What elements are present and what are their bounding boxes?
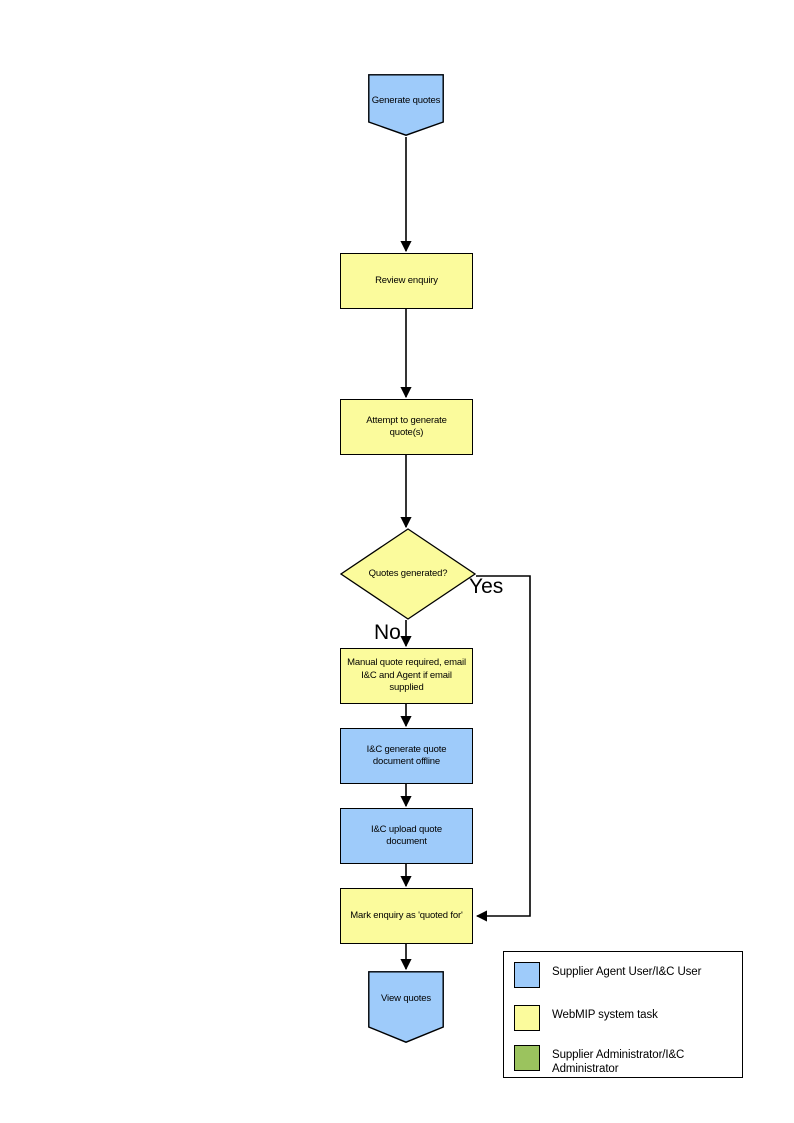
node-mark-enquiry-quoted-for[interactable]: Mark enquiry as 'quoted for' <box>340 888 473 944</box>
node-decision-quotes-generated-label: Quotes generated? <box>368 567 448 579</box>
legend-label-webmip-system-task: WebMIP system task <box>552 1009 658 1021</box>
legend-swatch-blue <box>514 962 540 988</box>
legend-swatch-yellow <box>514 1005 540 1031</box>
node-view-quotes[interactable]: View quotes <box>368 971 444 1043</box>
node-attempt-generate-quotes[interactable]: Attempt to generate quote(s) <box>340 399 473 455</box>
node-attempt-generate-quotes-label: Attempt to generate quote(s) <box>366 414 447 439</box>
node-ic-upload-quote-document[interactable]: I&C upload quote document <box>340 808 473 864</box>
node-view-quotes-label: View quotes <box>381 992 431 1004</box>
pentagon-outline <box>368 74 444 136</box>
edge-label-no: No <box>374 621 401 644</box>
node-ic-generate-quote-offline-label: I&C generate quote document offline <box>366 743 447 768</box>
node-mark-enquiry-quoted-for-label: Mark enquiry as 'quoted for' <box>350 909 463 921</box>
legend-label-supplier-administrator: Supplier Administrator/I&C Administrator <box>552 1049 685 1075</box>
diamond-shape <box>340 528 476 620</box>
node-ic-generate-quote-offline[interactable]: I&C generate quote document offline <box>340 728 473 784</box>
node-generate-quotes-label: Generate quotes <box>371 94 441 106</box>
legend: Supplier Agent User/I&C User WebMIP syst… <box>503 951 743 1078</box>
pentagon-outline-view-quotes <box>368 971 444 1043</box>
edge-decision-yes-to-mark <box>475 575 531 922</box>
node-decision-quotes-generated[interactable]: Quotes generated? <box>340 528 476 620</box>
pentagon-shape-view-quotes <box>368 971 444 1043</box>
legend-label-supplier-agent: Supplier Agent User/I&C User <box>552 966 702 978</box>
node-ic-upload-quote-document-label: I&C upload quote document <box>370 823 443 848</box>
node-review-enquiry-label: Review enquiry <box>375 274 438 286</box>
legend-item-supplier-agent: Supplier Agent User/I&C User <box>514 962 701 988</box>
node-review-enquiry[interactable]: Review enquiry <box>340 253 473 309</box>
legend-item-supplier-administrator: Supplier Administrator/I&C Administrator <box>514 1045 684 1076</box>
legend-swatch-green <box>514 1045 540 1071</box>
node-manual-quote-required-label: Manual quote required, email I&C and Age… <box>347 657 466 694</box>
legend-item-webmip-system-task: WebMIP system task <box>514 1005 658 1031</box>
node-generate-quotes[interactable]: Generate quotes <box>368 74 444 136</box>
node-manual-quote-required[interactable]: Manual quote required, email I&C and Age… <box>340 648 473 704</box>
edge-label-yes: Yes <box>469 575 504 598</box>
